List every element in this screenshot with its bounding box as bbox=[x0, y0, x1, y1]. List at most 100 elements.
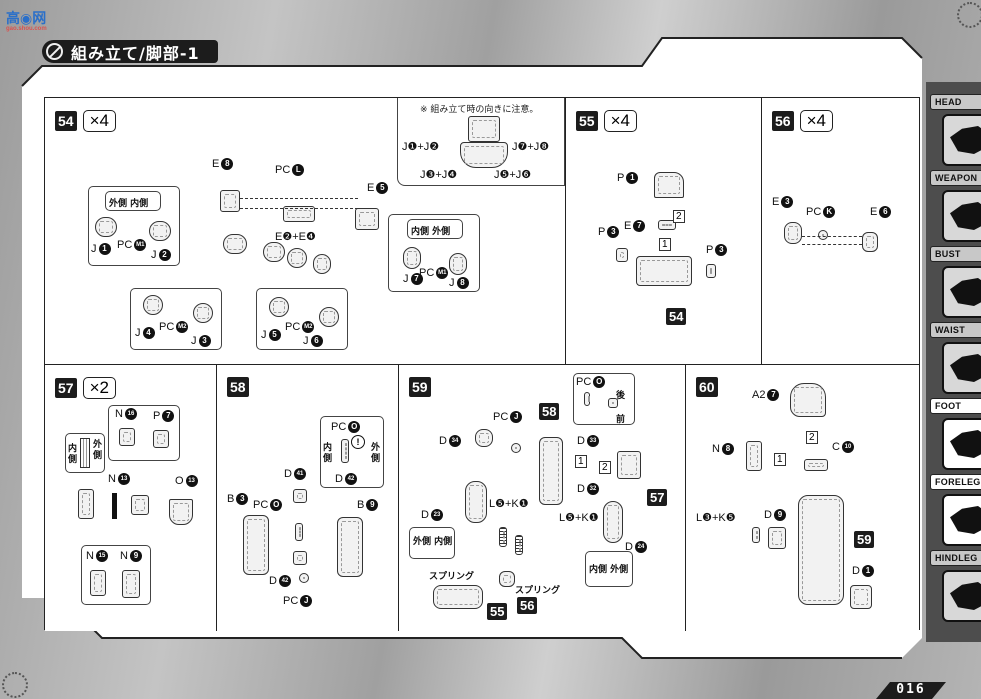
orientation-hint: 外側 内側 bbox=[105, 191, 161, 211]
part-label-l3-k5: L❸+K❺ bbox=[696, 512, 736, 524]
orientation-text: 外側 内側 bbox=[109, 199, 149, 209]
orientation-text: 外側 内側 bbox=[413, 537, 453, 547]
claw-fingers-diagram bbox=[460, 142, 508, 168]
sequence-2: 2 bbox=[599, 461, 611, 474]
sequence-1: 1 bbox=[659, 238, 671, 251]
step-reference-55: 55 bbox=[487, 603, 508, 620]
foreleg-thumbnail-icon bbox=[942, 494, 981, 546]
part-frame-diagram bbox=[78, 489, 94, 519]
sidebar-tab-foot[interactable]: FOOT bbox=[930, 398, 981, 470]
part-b3-diagram bbox=[243, 515, 269, 575]
part-n15-diagram bbox=[90, 570, 106, 596]
part-a2-7-diagram bbox=[790, 383, 826, 417]
step-reference-59: 59 bbox=[854, 531, 875, 548]
assembly-guide-line bbox=[240, 208, 358, 209]
sidebar-tab-hindleg[interactable]: HINDLEG bbox=[930, 550, 981, 622]
caution-icon: ! bbox=[351, 435, 365, 449]
part-pc-o-diagram bbox=[295, 523, 303, 541]
spring-label: スプリング bbox=[515, 586, 561, 596]
sidebar-tab-label: HEAD bbox=[930, 94, 981, 110]
spring-diagram bbox=[499, 527, 507, 547]
label-j3-j4: J❸+J❹ bbox=[420, 169, 458, 181]
assembly-guide-line bbox=[240, 198, 358, 199]
section-title: 組み立て/脚部-1 bbox=[71, 43, 200, 63]
logo-text: 高◉网 bbox=[6, 11, 47, 27]
part-pc-k-diagram bbox=[818, 230, 828, 240]
part-n13-diagram bbox=[112, 493, 117, 519]
page-number: 016 bbox=[876, 682, 946, 699]
part-pc-j-diagram bbox=[299, 573, 309, 583]
step-multiplier: ×4 bbox=[82, 110, 116, 132]
step-57-assembly-diagram bbox=[617, 451, 641, 479]
orientation-note-box: ※ 組み立て時の向きに注意。 J❶+J❷ J❸+J❹ J❺+J❻ J❼+J❽ bbox=[397, 98, 565, 186]
step-multiplier: ×4 bbox=[603, 110, 637, 132]
part-n9-diagram bbox=[122, 570, 140, 598]
step-54-panel: 54 ×4 ※ 組み立て時の向きに注意。 J❶+J❷ J❸+J❹ J❺+J❻ J… bbox=[45, 98, 566, 365]
part-label-e2-e4: E❷+E❹ bbox=[275, 231, 316, 243]
sequence-1: 1 bbox=[575, 455, 587, 468]
part-n8-diagram bbox=[746, 441, 762, 471]
step-header: 57 ×2 bbox=[55, 377, 116, 399]
label-j5-j6: J❺+J❻ bbox=[494, 169, 532, 181]
sidebar-tab-waist[interactable]: WAIST bbox=[930, 322, 981, 394]
orientation-part-icon bbox=[80, 438, 90, 468]
part-l3-k5-diagram bbox=[752, 527, 760, 543]
step-reference-57: 57 bbox=[647, 489, 668, 506]
waist-thumbnail-icon bbox=[942, 342, 981, 394]
step-reference-54: 54 bbox=[666, 308, 687, 325]
part-d34-diagram bbox=[475, 429, 493, 447]
part-j2-diagram bbox=[149, 221, 171, 241]
part-e3-diagram bbox=[784, 222, 802, 244]
part-label-l5-k1: L❺+K❶ bbox=[489, 498, 529, 510]
sidebar-tab-label: HINDLEG bbox=[930, 550, 981, 566]
claw-part-diagram bbox=[223, 234, 247, 254]
sidebar-tab-label: FORELEG bbox=[930, 474, 981, 490]
step-header: 60 bbox=[696, 377, 718, 397]
step-number: 57 bbox=[55, 378, 77, 398]
sidebar-tab-foreleg[interactable]: FORELEG bbox=[930, 474, 981, 546]
part-p3-diagram bbox=[616, 248, 628, 262]
assembly-guide-line bbox=[802, 236, 862, 237]
step-header: 55 ×4 bbox=[576, 110, 637, 132]
sidebar-tab-bust[interactable]: BUST bbox=[930, 246, 981, 318]
compass-icon bbox=[46, 43, 63, 60]
gear-decoration-icon bbox=[2, 672, 28, 698]
sidebar-tab-weapon[interactable]: WEAPON bbox=[930, 170, 981, 242]
part-d9-diagram bbox=[768, 527, 786, 549]
orientation-hint: 内側 外側 bbox=[585, 551, 633, 587]
section-title-bar: 組み立て/脚部-1 bbox=[42, 40, 218, 63]
sidebar-tab-head[interactable]: HEAD bbox=[930, 94, 981, 166]
head-thumbnail-icon bbox=[942, 114, 981, 166]
claw-part-diagram bbox=[313, 254, 331, 274]
part-e2-e4-diagram bbox=[283, 206, 315, 222]
hindleg-thumbnail-icon bbox=[942, 570, 981, 622]
part-o13-diagram bbox=[169, 499, 193, 525]
